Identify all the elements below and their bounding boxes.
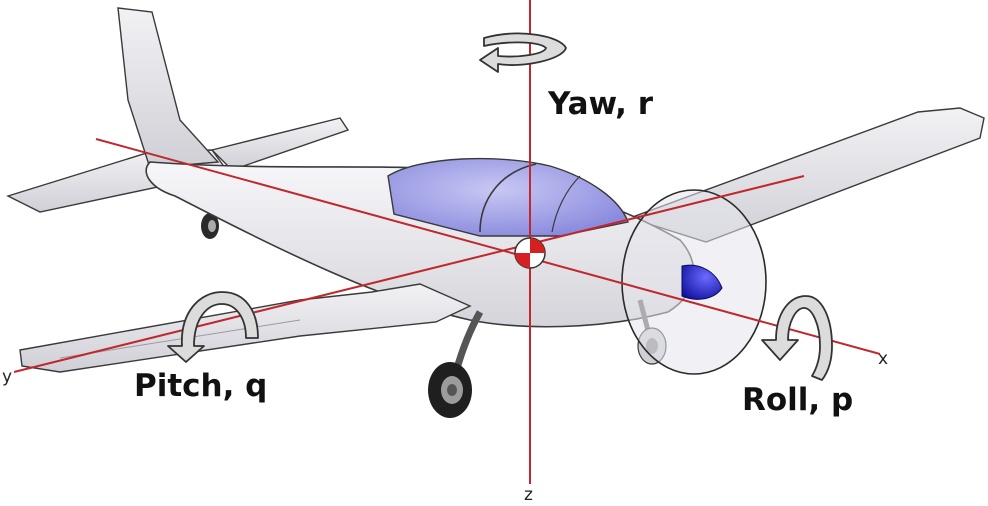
z-axis-label: z <box>524 485 533 505</box>
x-axis-line <box>95 138 881 355</box>
y-axis-line <box>13 175 805 373</box>
pitch-arrow-icon <box>167 291 259 363</box>
roll-arrow-icon <box>761 295 833 381</box>
yaw-label: Yaw, r <box>547 86 654 122</box>
y-axis-label: y <box>2 367 12 387</box>
yaw-arrow-icon <box>479 32 567 73</box>
x-axis-label: x <box>878 349 888 369</box>
canopy <box>387 157 629 237</box>
pitch-label: Pitch, q <box>134 368 267 404</box>
propeller-spinner <box>681 264 723 300</box>
vertical-fin <box>117 7 220 169</box>
main-landing-gear <box>428 310 484 418</box>
roll-label: Roll, p <box>742 382 853 418</box>
center-of-gravity-icon <box>514 237 546 269</box>
